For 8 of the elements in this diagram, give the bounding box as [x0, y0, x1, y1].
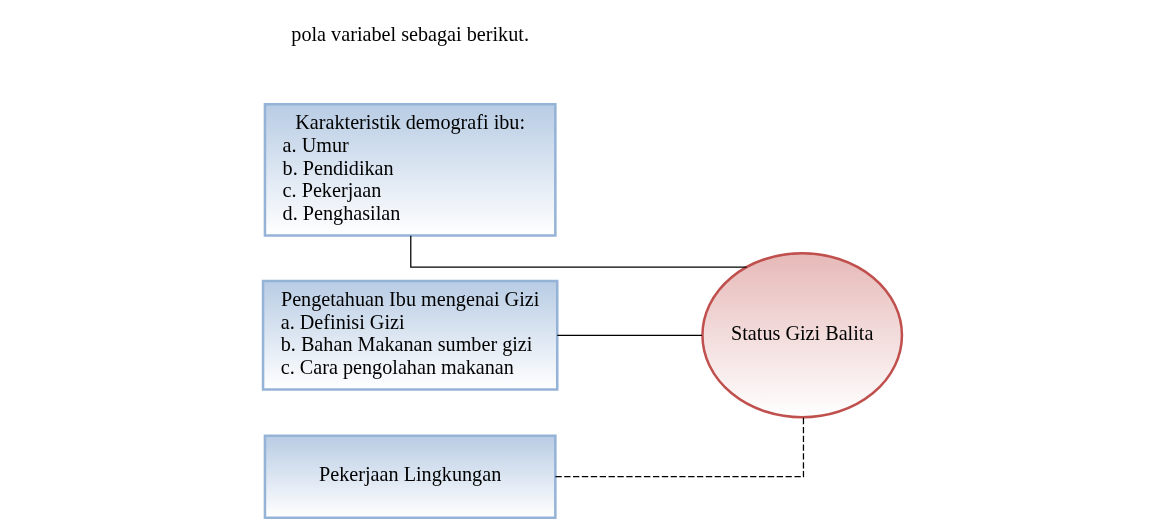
connector — [410, 235, 748, 268]
node-box: Pekerjaan Lingkungan — [263, 434, 557, 519]
label: pola variabel sebagai berikut. — [291, 22, 529, 45]
node-box: Karakteristik demografi ibu: a. Umur b. Pendidikan c. Pekerjaan d. Penghasilan — [263, 102, 557, 237]
connector — [556, 334, 703, 336]
node-box: Pengetahuan Ibu mengenai Gizi a. Definisi Gizi b. Bahan Makanan sumber gizi c. Cara pengolahan makanan — [261, 279, 559, 391]
connector — [554, 416, 805, 478]
node-ellipse: Status Gizi Balita — [701, 251, 904, 419]
